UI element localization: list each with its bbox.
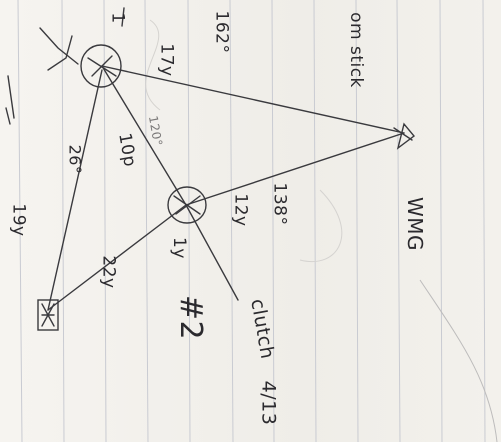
line-center-to-wmg: [185, 132, 405, 206]
tee-mark: [39, 27, 79, 65]
target-circle-1: [80, 44, 122, 88]
line-center-to-box: [47, 204, 187, 311]
ruled-line: [17, 0, 23, 442]
tee-mark: [47, 35, 73, 71]
label-one-y: 1y: [168, 237, 189, 259]
ruled-line: [355, 0, 359, 442]
label-degree-top: 162°: [211, 10, 232, 54]
ruled-line: [482, 0, 486, 442]
ruled-line: [187, 0, 191, 442]
ruled-line: [271, 0, 275, 442]
eraser-marks: [145, 19, 498, 442]
ruled-line: [144, 0, 149, 442]
line-top-to-box: [47, 69, 103, 311]
ruled-line: [313, 0, 317, 442]
tick-mark: [121, 7, 125, 27]
label-date: 4/13: [257, 380, 280, 426]
box-marker-fill: [41, 303, 55, 327]
label-distance-12y: 12y: [230, 193, 251, 227]
ruled-line: [229, 0, 234, 442]
tick-mark: [5, 107, 11, 125]
wmg-marker: [393, 122, 416, 150]
ink-lines: [5, 7, 416, 331]
eraser-mark: [299, 189, 343, 262]
box-marker: [37, 299, 59, 331]
ruled-line: [396, 0, 401, 442]
label-wmg: WMG: [403, 196, 428, 252]
eraser-mark: [145, 19, 161, 111]
stray-line: [419, 279, 498, 442]
label-distance-22y: 22y: [98, 255, 119, 289]
tick-mark: [7, 75, 15, 119]
label-distance-19y: 19y: [8, 203, 29, 237]
target-circle-2: [167, 186, 207, 224]
label-room-stick: om stick: [345, 12, 366, 88]
line-top-to-wmg: [101, 65, 405, 134]
label-one: 1: [107, 12, 128, 24]
ruled-line: [103, 0, 107, 442]
ruled-line: [61, 0, 65, 442]
line-center-to-clutch: [185, 204, 239, 301]
line-top-to-center: [101, 65, 187, 206]
label-hash-two: #2: [173, 294, 209, 341]
ruled-line: [439, 0, 443, 442]
label-distance-17y: 17y: [156, 43, 177, 77]
label-distance-26: 26°: [65, 144, 85, 175]
ruled-lines: [17, 0, 486, 442]
label-degree-138: 138°: [269, 182, 290, 226]
